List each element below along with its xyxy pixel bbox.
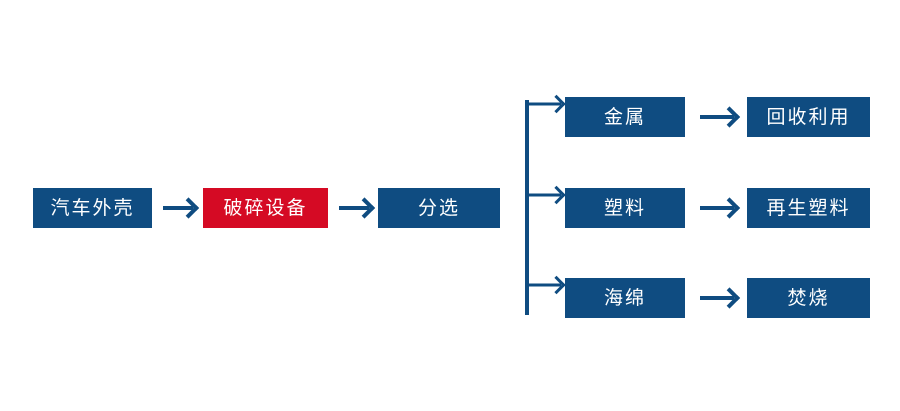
node-recycle[interactable]: 回收利用 [747,97,870,137]
a-plastic-replastic-icon [700,195,741,221]
node-metal-label: 金属 [603,106,646,128]
arrow-head [718,287,741,309]
arrow-head [547,275,566,295]
node-plastic[interactable]: 塑料 [565,188,685,228]
arrow-head [718,106,741,128]
arrow-shaft [163,206,193,210]
branch-sponge-arrow-icon [529,272,566,298]
arrow-shaft [700,206,734,210]
arrow-head [718,197,741,219]
arrow-head [353,197,376,219]
node-crusher[interactable]: 破碎设备 [203,188,328,228]
branch-metal-arrow-icon [529,91,566,117]
arrow-shaft [529,102,561,106]
node-repslastic[interactable]: 再生塑料 [747,188,870,228]
arrow-shaft [529,193,561,197]
branch-plastic-arrow-icon [529,182,566,208]
node-incinerate[interactable]: 焚烧 [747,278,870,318]
node-shell[interactable]: 汽车外壳 [33,188,152,228]
arrow-head [177,197,200,219]
arrow-shaft [700,115,734,119]
arrow-shaft [339,206,369,210]
node-sorting-label: 分选 [417,197,460,219]
node-plastic-label: 塑料 [603,197,646,219]
a-shell-crusher-icon [163,195,200,221]
node-sorting[interactable]: 分选 [378,188,500,228]
arrow-head [547,94,566,114]
a-crusher-sorting-icon [339,195,376,221]
arrow-shaft [529,283,561,287]
node-sponge-label: 海绵 [603,287,646,309]
node-recycle-label: 回收利用 [766,106,851,128]
arrow-head [547,185,566,205]
split-bus-line [525,100,529,315]
a-sponge-incinerate-icon [700,285,741,311]
node-metal[interactable]: 金属 [565,97,685,137]
node-repslastic-label: 再生塑料 [766,197,851,219]
a-metal-recycle-icon [700,104,741,130]
node-shell-label: 汽车外壳 [50,197,135,219]
node-sponge[interactable]: 海绵 [565,278,685,318]
node-crusher-label: 破碎设备 [223,197,308,219]
node-incinerate-label: 焚烧 [787,287,830,309]
arrow-shaft [700,296,734,300]
